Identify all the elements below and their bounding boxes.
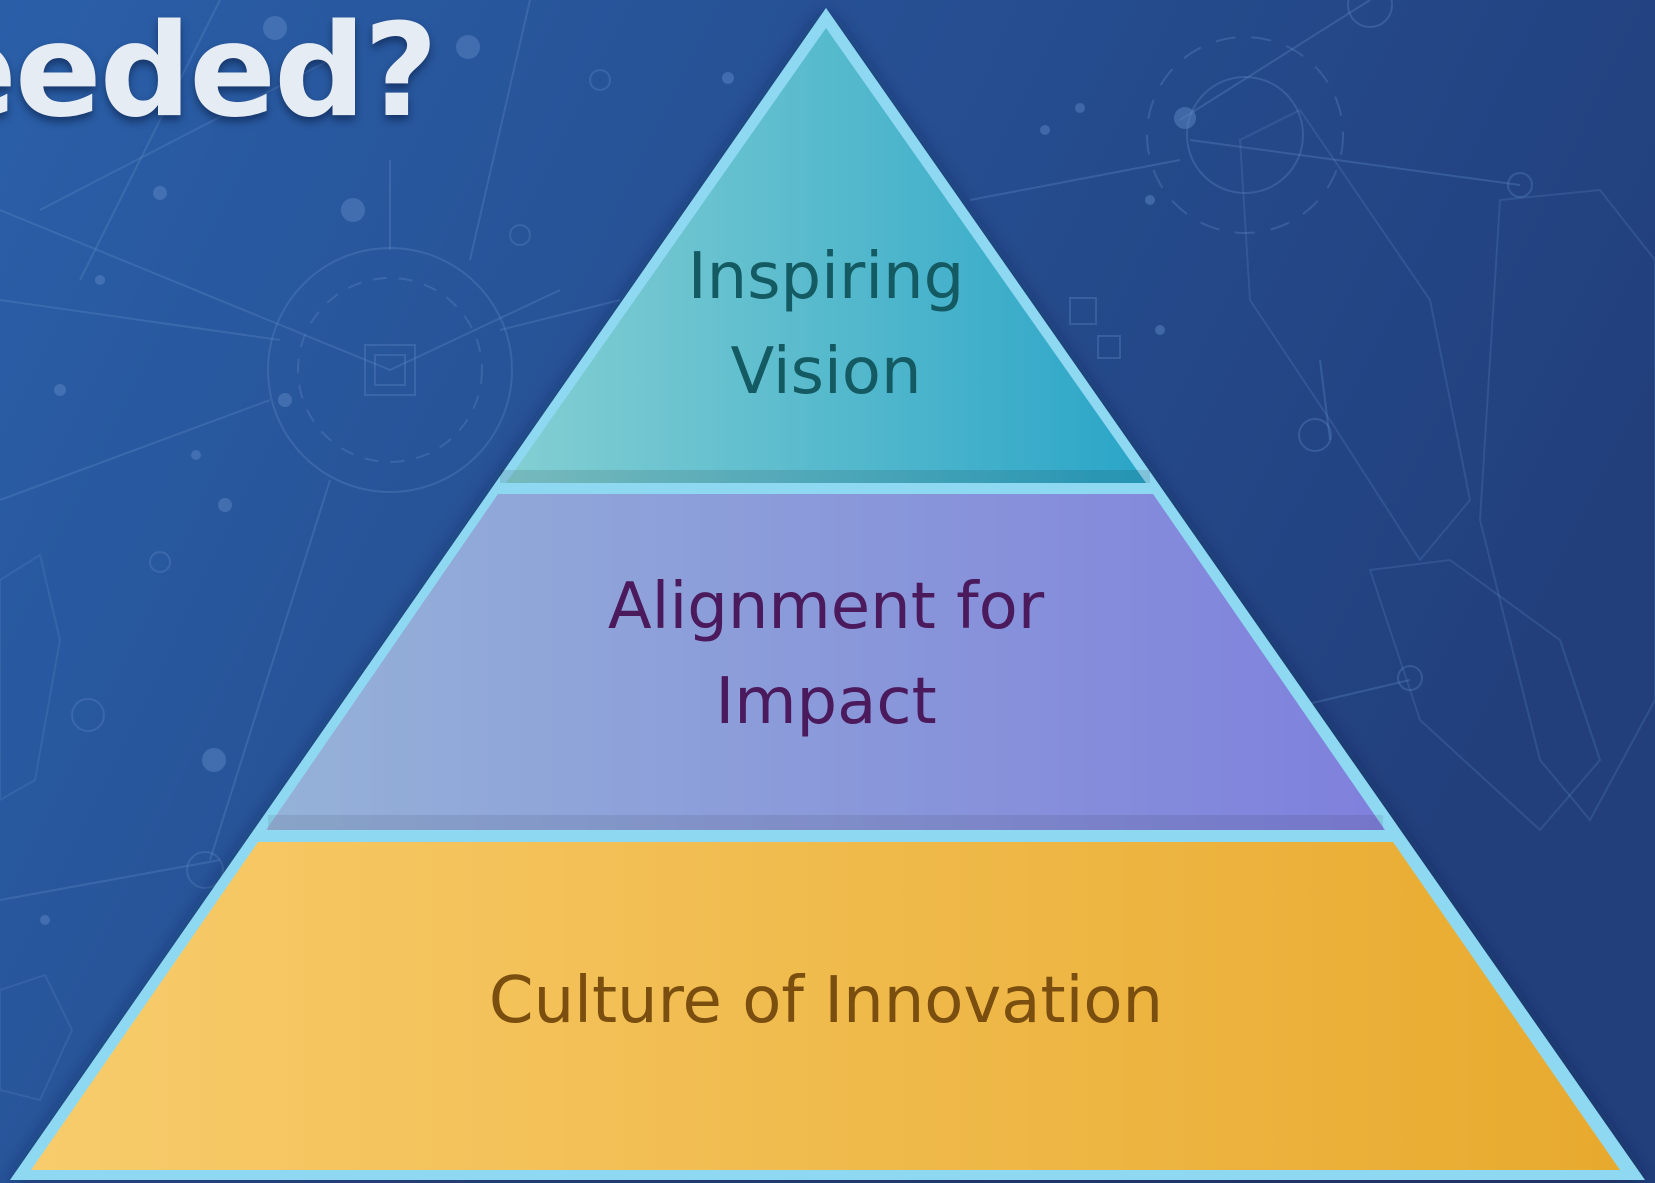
pyramid-level-middle	[266, 494, 1385, 830]
level-3-label: Culture of Innovation	[489, 964, 1163, 1038]
pyramid-level-middle-shade	[268, 815, 1383, 830]
level-2-label-line-1: Alignment for	[608, 570, 1045, 644]
pyramid-level-top-shade	[500, 470, 1150, 483]
slide-title: eeded?	[0, 0, 438, 146]
pyramid	[10, 8, 1645, 1180]
level-1-label-line-2: Vision	[731, 335, 922, 409]
level-2-label-line-2: Impact	[715, 665, 936, 739]
level-1-label-line-1: Inspiring	[688, 240, 964, 314]
background-dots	[40, 16, 1196, 925]
pyramid-level-top	[506, 28, 1146, 483]
pyramid-level-bottom	[31, 842, 1620, 1170]
background-network-pattern	[0, 0, 1655, 1102]
